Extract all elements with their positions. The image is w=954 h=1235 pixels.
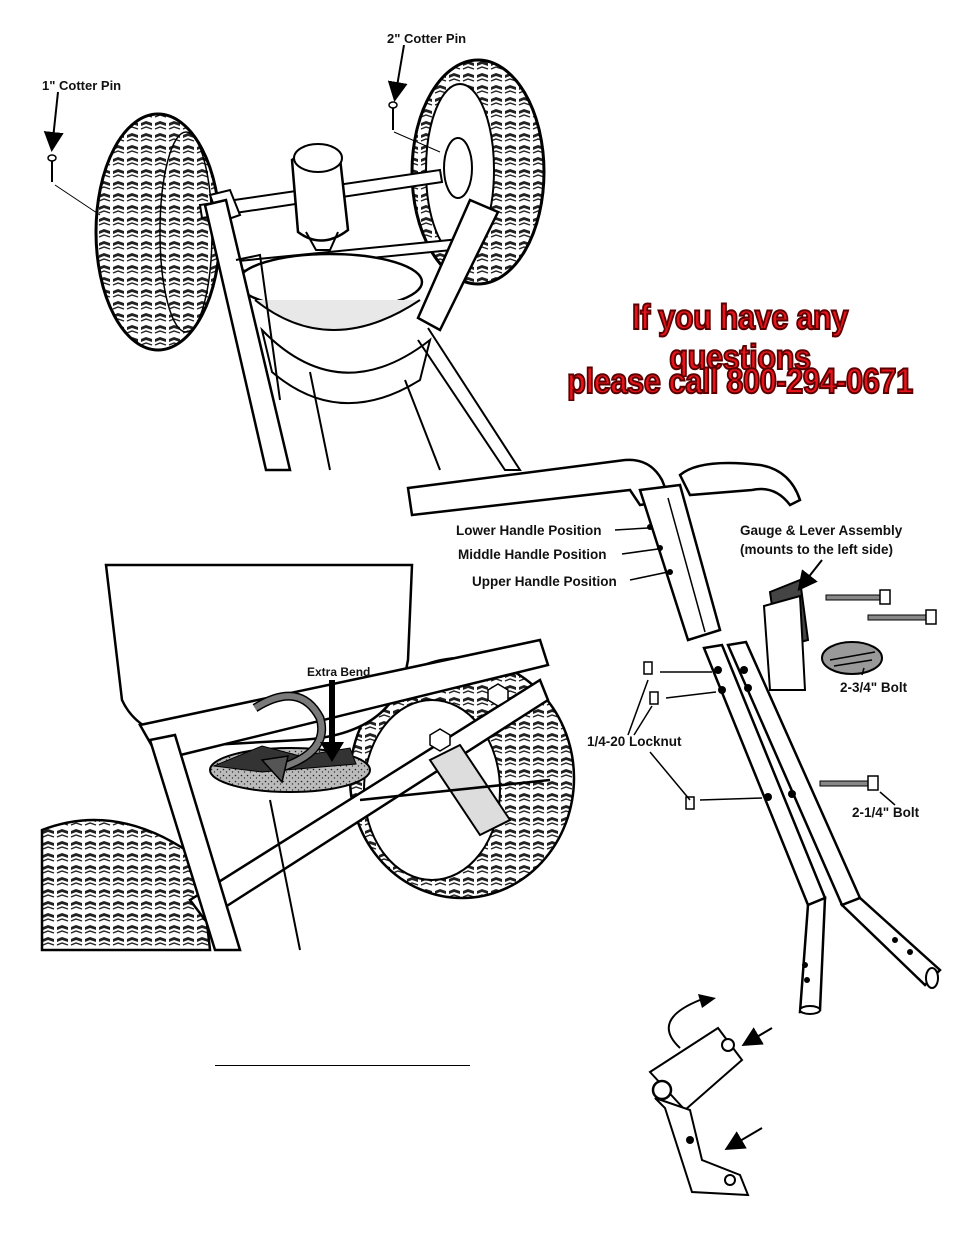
cotter-pin-2-label: 2" Cotter Pin: [387, 31, 466, 46]
bracket-detail: [648, 994, 773, 1197]
left-wheel: [94, 112, 222, 352]
bolt-234-label: 2-3/4" Bolt: [840, 680, 908, 695]
gauge-note-label: (mounts to the left side): [740, 542, 893, 557]
cotter-pin-1-label: 1" Cotter Pin: [42, 78, 121, 93]
cotter-pin-2-icon: [388, 101, 398, 130]
horizontal-rule: [215, 1065, 470, 1066]
callout-line-2: please call 800-294-0671: [566, 361, 914, 402]
lower-handle-label: Lower Handle Position: [456, 523, 602, 538]
middle-handle-label: Middle Handle Position: [458, 547, 607, 562]
gauge-lever-icon: [762, 578, 883, 691]
extra-bend-label: Extra Bend: [307, 665, 370, 679]
locknut-icon: [643, 661, 695, 810]
spreader-top-view: [43, 44, 546, 472]
upper-handle-label: Upper Handle Position: [472, 574, 617, 589]
bolt-icon: [819, 589, 937, 791]
extra-bend-detail: [40, 563, 576, 952]
locknut-label: 1/4-20 Locknut: [587, 734, 682, 749]
handle-assembly: [406, 458, 942, 1015]
bolt-214-label: 2-1/4" Bolt: [852, 805, 920, 820]
gauge-title-label: Gauge & Lever Assembly: [740, 523, 903, 538]
callout-line-1: If you have any questions: [631, 297, 849, 378]
cotter-pin-1-icon: [47, 154, 57, 182]
